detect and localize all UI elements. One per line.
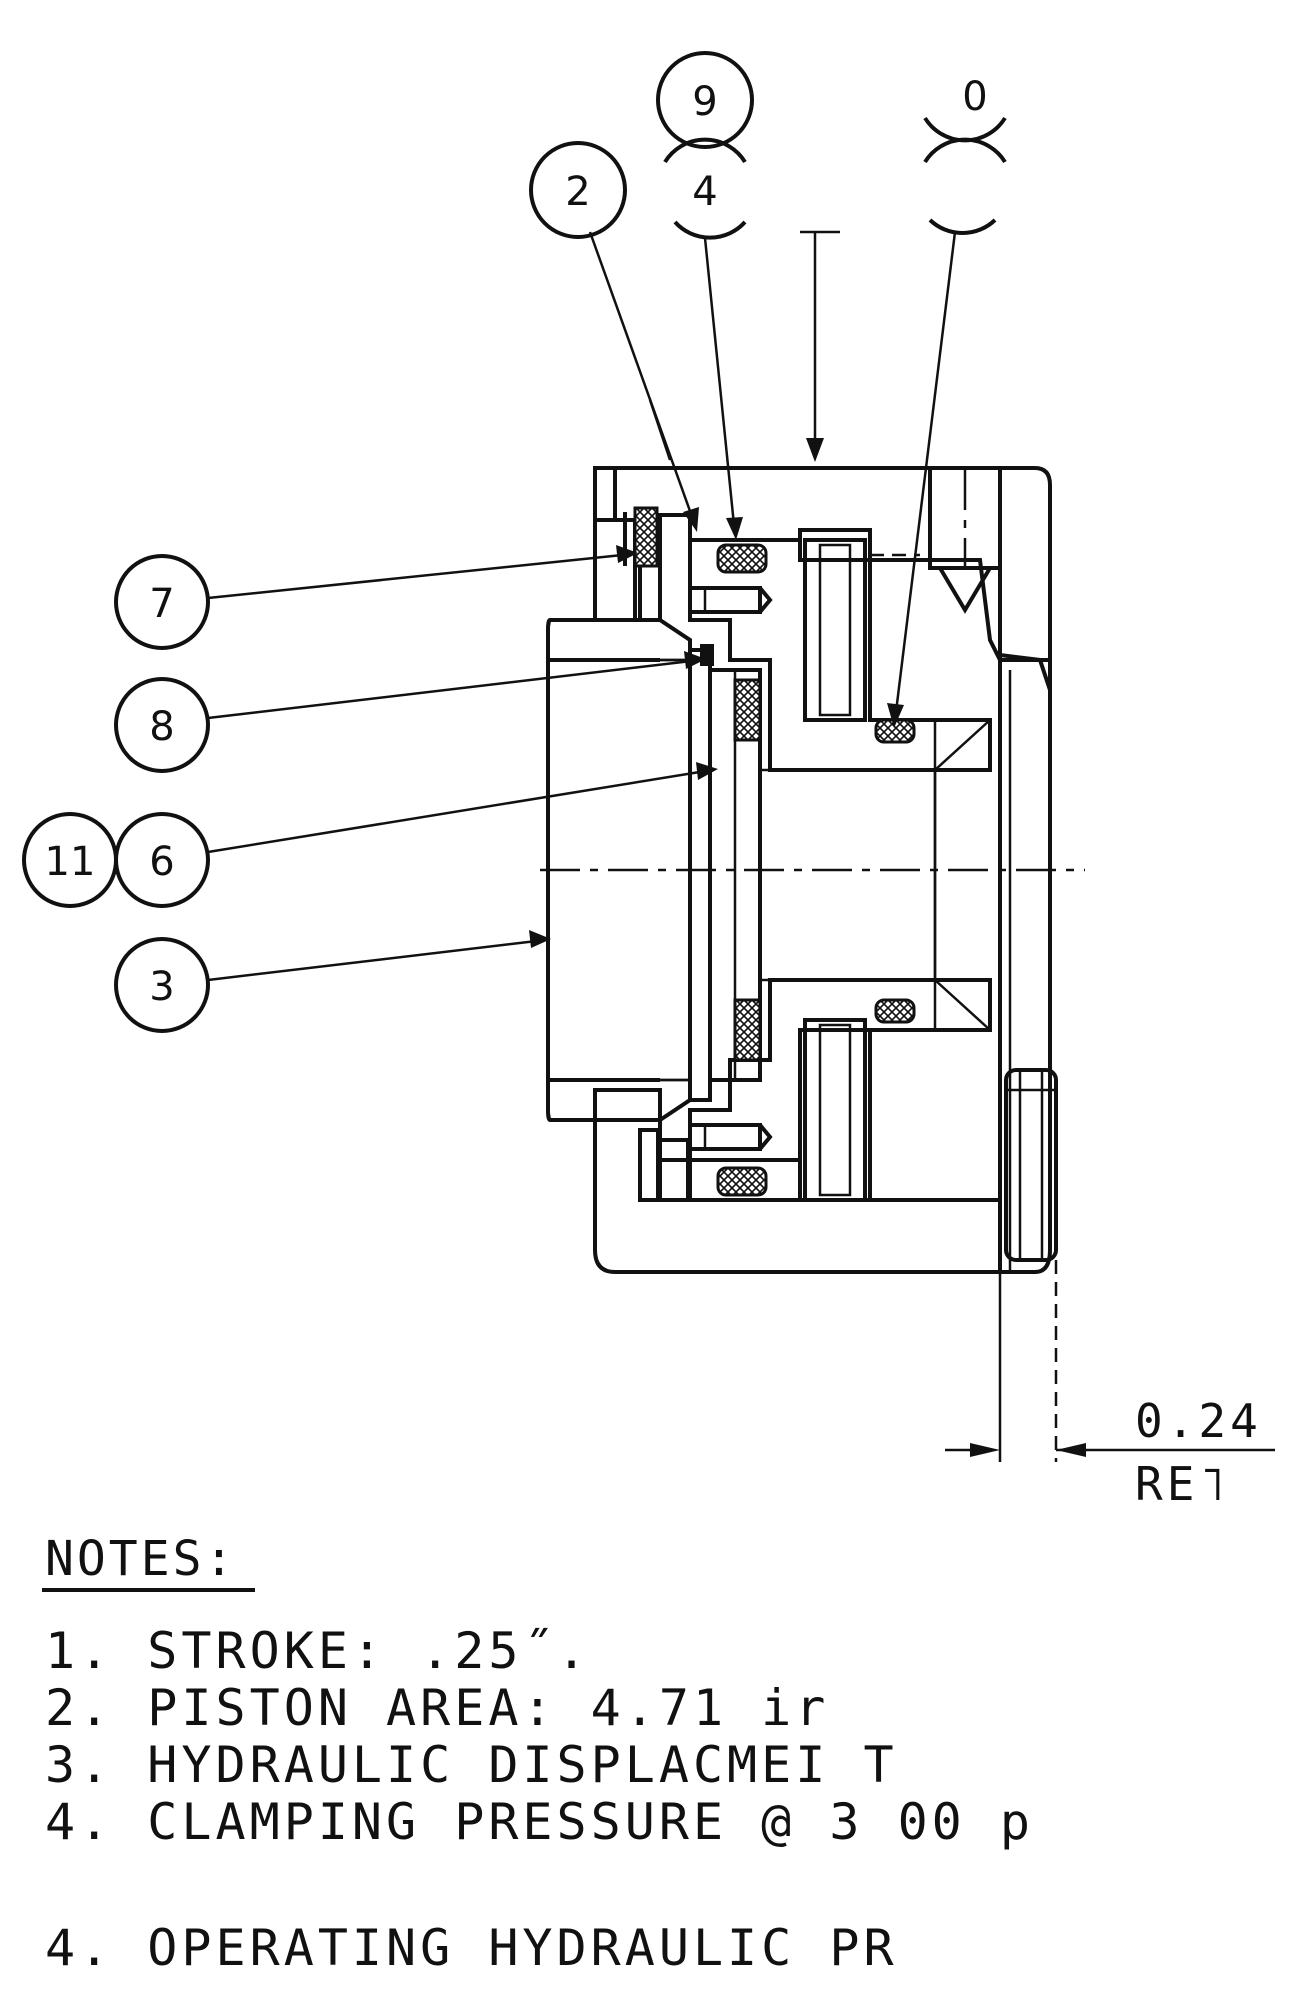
dimension-0-24: 0.24 RE˥ (945, 1260, 1275, 1511)
note-item-1: 1. STROKE: .25˝. (45, 1622, 591, 1680)
callout-2-label: 2 (565, 169, 590, 215)
callout-0: 0 (923, 74, 1007, 235)
callout-3-label: 3 (149, 964, 174, 1010)
callout-6: 6 (114, 812, 210, 908)
piston-assembly (688, 538, 992, 1202)
callout-0-label: 0 (962, 74, 987, 120)
seals (623, 506, 916, 1197)
callout-7: 7 (114, 554, 210, 650)
end-cap-screw (999, 653, 1058, 1262)
notes-block: NOTES: 1. STROKE: .25˝. 2. PISTON AREA: … (42, 1531, 1034, 1977)
callout-8-label: 8 (149, 704, 174, 750)
callout-9: 9 (656, 51, 754, 149)
callout-8: 8 (114, 677, 210, 773)
dimension-value: 0.24 (1135, 1394, 1262, 1448)
callout-3: 3 (114, 937, 210, 1033)
note-item-5: 4. OPERATING HYDRAULIC PR (45, 1919, 898, 1977)
callout-11-label: 11 (45, 839, 96, 885)
notes-title: NOTES: (45, 1531, 236, 1587)
screws (638, 553, 920, 1202)
callout-11: 11 (22, 812, 118, 908)
callout-6-label: 6 (149, 839, 174, 885)
center-bore (540, 618, 1085, 1122)
callout-4-label: 4 (692, 169, 717, 215)
callout-7-label: 7 (149, 581, 174, 627)
callout-9-label: 9 (692, 79, 717, 125)
callout-2: 2 (529, 141, 627, 239)
note-item-4: 4. CLAMPING PRESSURE @ 3 00 p (45, 1793, 1034, 1851)
note-item-2: 2. PISTON AREA: 4.71 ir (45, 1679, 829, 1737)
leader-lines (207, 230, 957, 982)
dimension-ref: RE˥ (1135, 1457, 1230, 1511)
callout-4: 4 (663, 137, 747, 240)
note-item-3: 3. HYDRAULIC DISPLACMEI T (45, 1736, 898, 1794)
